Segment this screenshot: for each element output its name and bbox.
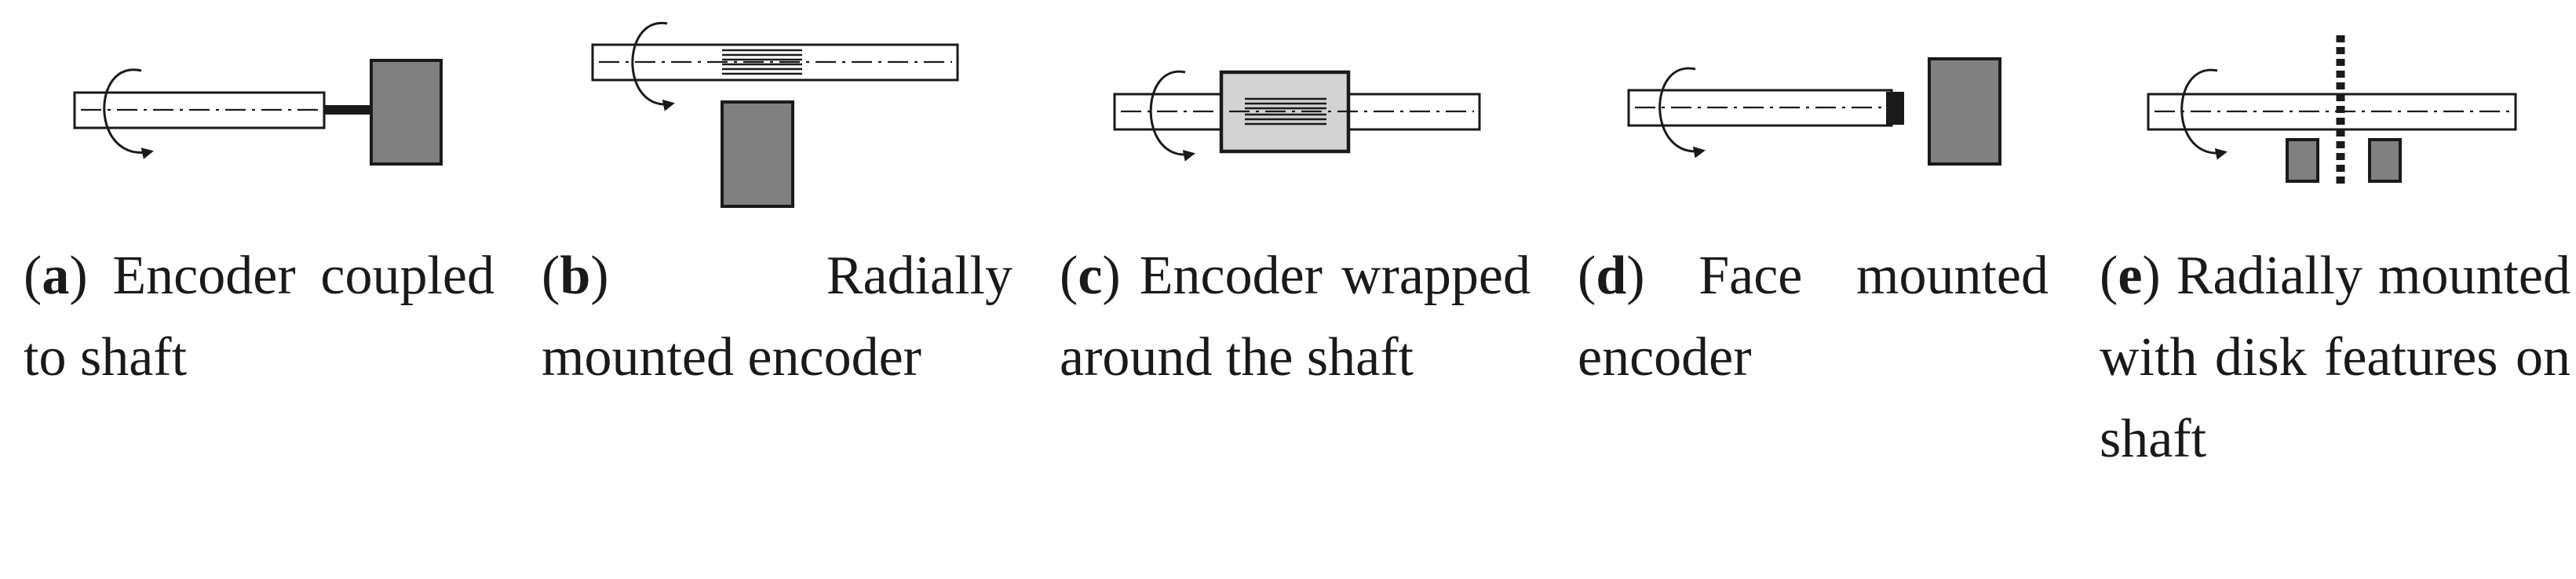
caption-text: Encoder coupled to shaft xyxy=(24,246,495,388)
rotation-arrow-icon xyxy=(631,22,675,111)
caption-letter: a xyxy=(42,246,70,306)
panel-d: (d) Face mounted encoder xyxy=(1578,0,2049,579)
panel-e: (e) Radially mounted with disk features … xyxy=(2100,0,2571,579)
caption-e: (e) Radially mounted with disk features … xyxy=(2100,246,2571,469)
panel-a: (a) Encoder coupled to shaft xyxy=(24,0,494,579)
caption-letter: b xyxy=(560,246,591,306)
diagram-wrapped-around xyxy=(1113,70,1481,162)
caption-a: (a) Encoder coupled to shaft xyxy=(24,246,495,388)
diagram-radially-mounted xyxy=(591,22,959,208)
caption-text: Radially mounted with disk features on s… xyxy=(2100,246,2571,469)
panel-b: (b) Radially mounted encoder xyxy=(542,0,1013,579)
panel-c: (c) Encoder wrapped around the shaft xyxy=(1060,0,1531,579)
scale-band xyxy=(1245,97,1326,126)
encoder-block xyxy=(370,59,443,166)
diagram-encoder-coupled xyxy=(73,59,443,166)
caption-text: Encoder wrapped around the shaft xyxy=(1060,246,1531,388)
caption-letter: c xyxy=(1078,246,1103,306)
caption-text: Radially mounted encoder xyxy=(542,246,1013,388)
caption-text: Face mounted encoder xyxy=(1578,246,2049,388)
caption-letter: e xyxy=(2118,246,2143,306)
rotation-arrow-icon xyxy=(2180,68,2228,160)
diagram-disk-features xyxy=(2147,35,2517,185)
caption-b: (b) Radially mounted encoder xyxy=(542,246,1013,388)
encoder-block xyxy=(1928,57,2001,166)
coupling xyxy=(324,105,371,115)
rotation-arrow-icon xyxy=(1658,67,1706,158)
encoder-block xyxy=(721,100,794,208)
sensor-right xyxy=(2368,138,2402,183)
caption-d: (d) Face mounted encoder xyxy=(1578,246,2049,388)
rotation-arrow-icon xyxy=(103,68,154,159)
rotation-arrow-icon xyxy=(1149,70,1195,162)
scale-band xyxy=(722,49,802,75)
diagram-face-mounted xyxy=(1627,57,2001,166)
caption-c: (c) Encoder wrapped around the shaft xyxy=(1060,246,1531,388)
sensor-left xyxy=(2286,138,2319,183)
caption-letter: d xyxy=(1596,246,1627,306)
face-encoder xyxy=(1886,92,1904,125)
